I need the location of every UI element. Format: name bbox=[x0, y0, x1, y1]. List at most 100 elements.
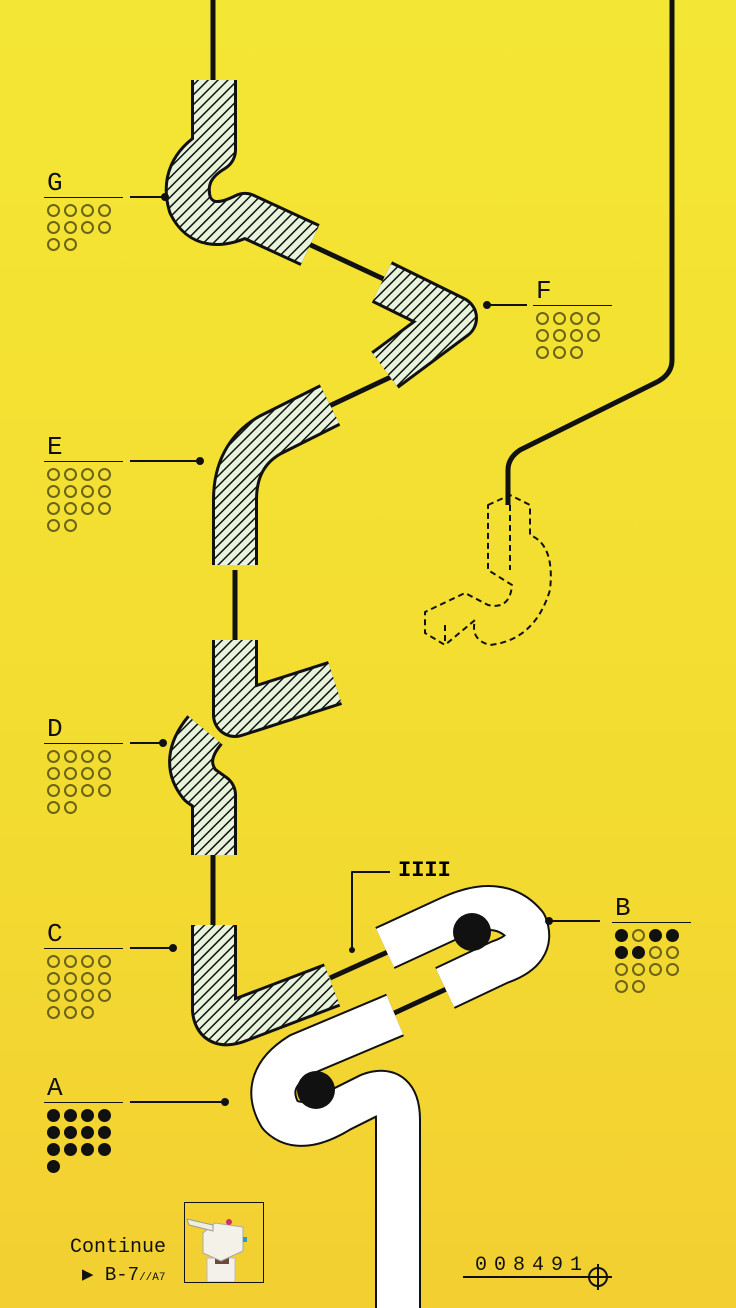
empty-dot bbox=[98, 468, 111, 481]
empty-dot bbox=[81, 784, 94, 797]
wire-c-b bbox=[328, 947, 394, 981]
wire-right bbox=[505, 0, 675, 505]
progress-dots bbox=[44, 204, 124, 251]
level-g[interactable]: G bbox=[44, 170, 124, 251]
empty-dot bbox=[64, 485, 77, 498]
empty-dot bbox=[47, 204, 60, 217]
empty-dot bbox=[64, 972, 77, 985]
wire-g-f bbox=[298, 237, 392, 285]
empty-dot bbox=[666, 963, 679, 976]
empty-dot bbox=[98, 502, 111, 515]
empty-dot bbox=[47, 750, 60, 763]
machine-thumbnail-icon bbox=[186, 1218, 247, 1283]
empty-dot bbox=[98, 972, 111, 985]
ball bbox=[297, 1071, 335, 1109]
progress-dots bbox=[44, 750, 124, 814]
progress-dots bbox=[44, 468, 124, 532]
empty-dot bbox=[570, 346, 583, 359]
level-d[interactable]: D bbox=[44, 716, 124, 814]
pipe-piece-d bbox=[168, 715, 237, 855]
level-e[interactable]: E bbox=[44, 434, 124, 532]
empty-dot bbox=[64, 204, 77, 217]
level-label: C bbox=[44, 921, 123, 949]
progress-dots bbox=[612, 929, 692, 993]
empty-dot bbox=[98, 204, 111, 217]
empty-dot bbox=[47, 989, 60, 1002]
level-a[interactable]: A bbox=[44, 1075, 124, 1173]
pipe-piece-a bbox=[250, 993, 421, 1308]
empty-dot bbox=[64, 989, 77, 1002]
pipe-piece-c bbox=[191, 925, 341, 1047]
empty-dot bbox=[536, 346, 549, 359]
level-thumbnail[interactable] bbox=[184, 1202, 264, 1283]
empty-dot bbox=[47, 502, 60, 515]
empty-dot bbox=[81, 221, 94, 234]
empty-dot bbox=[632, 929, 645, 942]
empty-dot bbox=[81, 972, 94, 985]
empty-dot bbox=[64, 1006, 77, 1019]
empty-dot bbox=[81, 485, 94, 498]
empty-dot bbox=[536, 329, 549, 342]
empty-dot bbox=[64, 801, 77, 814]
completed-dot bbox=[98, 1143, 111, 1156]
level-b[interactable]: B bbox=[612, 895, 692, 993]
completed-dot bbox=[81, 1143, 94, 1156]
empty-dot bbox=[649, 946, 662, 959]
empty-dot bbox=[47, 767, 60, 780]
completed-dot bbox=[615, 946, 628, 959]
pipe-piece-l bbox=[212, 640, 343, 738]
empty-dot bbox=[666, 946, 679, 959]
completed-dot bbox=[98, 1126, 111, 1139]
completed-dot bbox=[64, 1143, 77, 1156]
empty-dot bbox=[47, 972, 60, 985]
empty-dot bbox=[81, 955, 94, 968]
level-label: A bbox=[44, 1075, 123, 1103]
progress-dots bbox=[533, 312, 613, 359]
empty-dot bbox=[632, 980, 645, 993]
completed-dot bbox=[47, 1143, 60, 1156]
empty-dot bbox=[64, 955, 77, 968]
pipe-piece-g bbox=[164, 80, 320, 266]
empty-dot bbox=[47, 238, 60, 251]
move-counter-mark: IIII bbox=[398, 858, 451, 883]
pipe-piece-f bbox=[371, 261, 478, 389]
empty-dot bbox=[587, 312, 600, 325]
completed-dot bbox=[47, 1109, 60, 1122]
empty-dot bbox=[64, 519, 77, 532]
continue-label: Continue bbox=[70, 1236, 167, 1259]
completed-dot bbox=[81, 1126, 94, 1139]
continue-sublevel: //A7 bbox=[139, 1272, 166, 1284]
empty-dot bbox=[587, 329, 600, 342]
empty-dot bbox=[64, 238, 77, 251]
completed-dot bbox=[81, 1109, 94, 1122]
play-arrow-icon: ▶ bbox=[82, 1264, 94, 1286]
progress-dots bbox=[44, 955, 124, 1019]
level-c[interactable]: C bbox=[44, 921, 124, 1019]
empty-dot bbox=[98, 750, 111, 763]
level-f[interactable]: F bbox=[533, 278, 613, 359]
empty-dot bbox=[47, 519, 60, 532]
empty-dot bbox=[98, 485, 111, 498]
continue-button[interactable]: Continue ▶ B-7//A7 bbox=[70, 1236, 166, 1286]
empty-dot bbox=[47, 801, 60, 814]
empty-dot bbox=[632, 963, 645, 976]
empty-dot bbox=[536, 312, 549, 325]
empty-dot bbox=[64, 221, 77, 234]
completed-dot bbox=[666, 929, 679, 942]
level-label: G bbox=[44, 170, 123, 198]
level-label: B bbox=[612, 895, 691, 923]
ghost-pipe-piece bbox=[424, 494, 552, 646]
continue-level: B-7 bbox=[104, 1264, 140, 1286]
completed-dot bbox=[64, 1109, 77, 1122]
completed-dot bbox=[649, 929, 662, 942]
level-label: D bbox=[44, 716, 123, 744]
empty-dot bbox=[64, 502, 77, 515]
completed-dot bbox=[98, 1109, 111, 1122]
empty-dot bbox=[615, 963, 628, 976]
empty-dot bbox=[98, 784, 111, 797]
completed-dot bbox=[64, 1126, 77, 1139]
empty-dot bbox=[553, 312, 566, 325]
empty-dot bbox=[47, 955, 60, 968]
empty-dot bbox=[553, 346, 566, 359]
